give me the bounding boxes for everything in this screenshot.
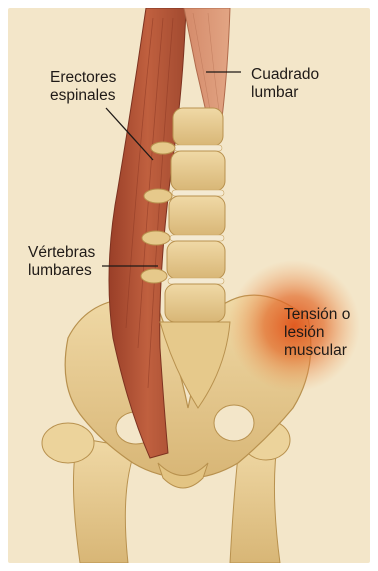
label-vertebras-lumbares: Vértebras lumbares (28, 244, 95, 280)
right-obturator (214, 405, 254, 441)
label-erectores-espinales: Erectores espinales (50, 69, 116, 105)
illustration-frame: Erectores espinales Cuadrado lumbar Vért… (8, 8, 370, 563)
label-tension-lesion-muscular: Tensión o lesión muscular (284, 306, 350, 360)
left-femoral-head (42, 423, 94, 463)
label-cuadrado-lumbar: Cuadrado lumbar (251, 66, 319, 102)
